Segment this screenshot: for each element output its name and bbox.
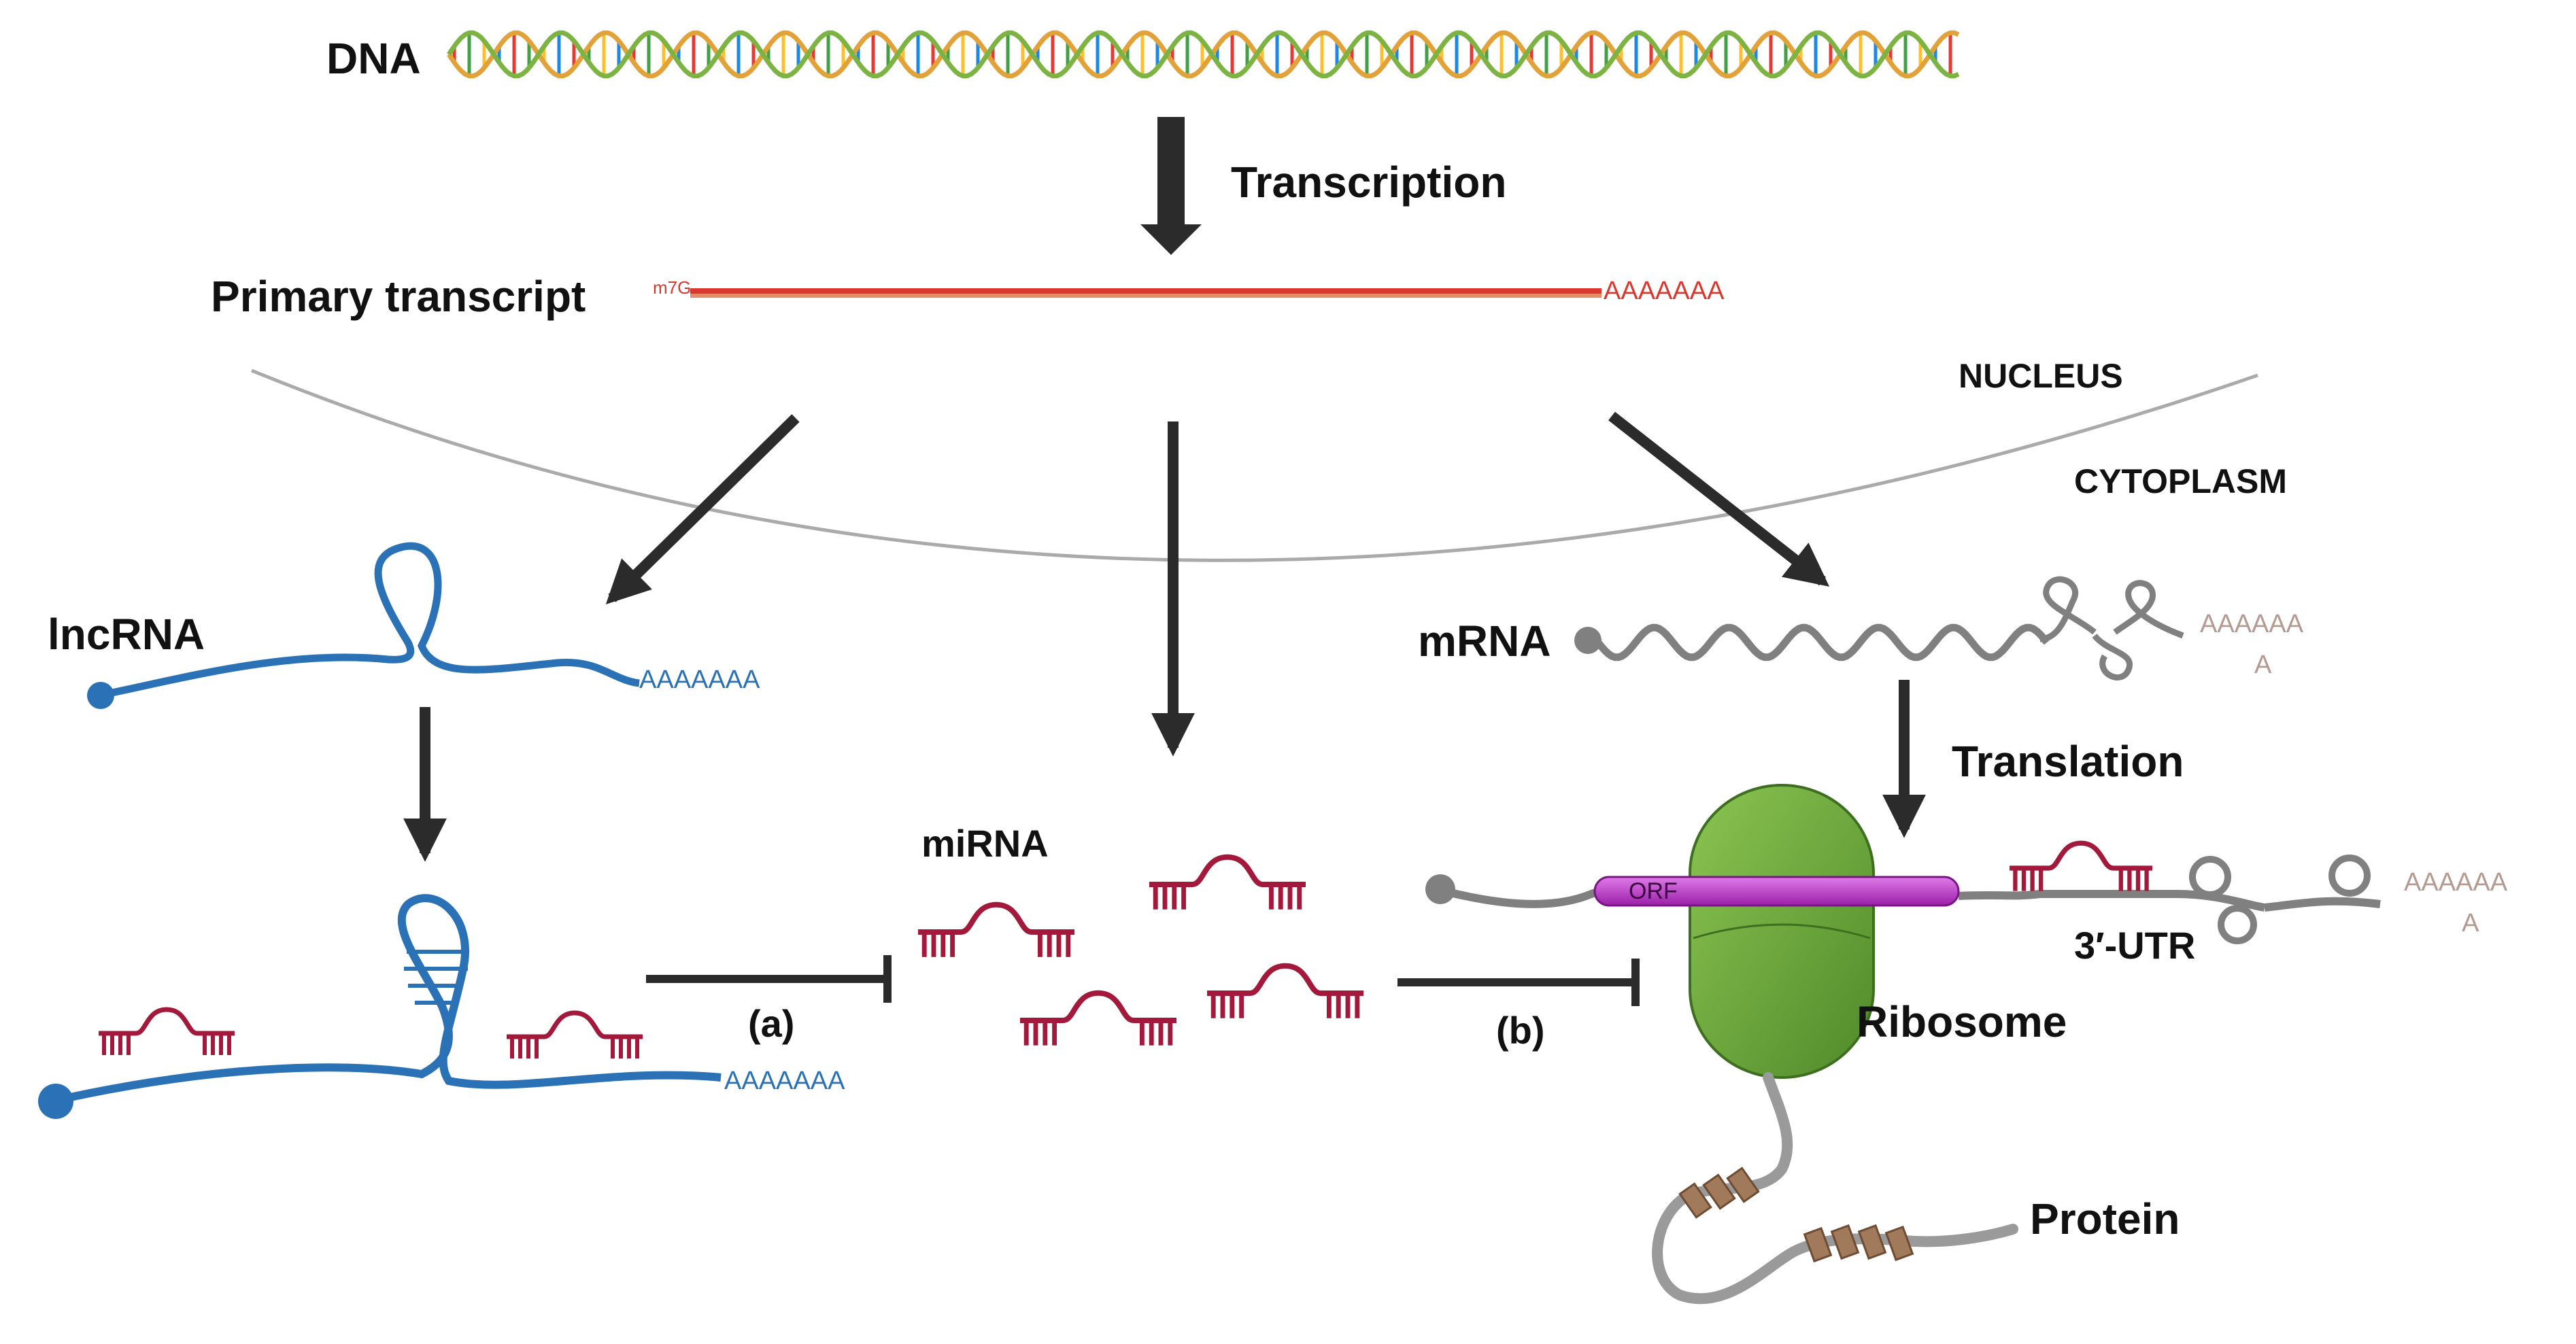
arrow-to-lncrna bbox=[605, 414, 800, 604]
nucleus-label: NUCLEUS bbox=[1959, 357, 2123, 395]
bound-mirna bbox=[2010, 843, 2152, 891]
mrna-label: mRNA bbox=[1418, 617, 1551, 666]
bound-mrna-poly-a-tail: AAAAAA bbox=[2404, 868, 2508, 897]
lncrna-label: lncRNA bbox=[48, 610, 205, 659]
protein-label: Protein bbox=[2030, 1194, 2180, 1243]
mrna-strand bbox=[1574, 576, 2184, 680]
cytoplasm-label: CYTOPLASM bbox=[2074, 462, 2287, 500]
cap-label: m7G bbox=[653, 277, 691, 298]
inhibition-b bbox=[1397, 959, 1640, 1006]
mrna-poly-a-tail: AAAAAA bbox=[2200, 610, 2304, 638]
ribosome bbox=[1689, 784, 1875, 1079]
translation-label: Translation bbox=[1952, 737, 2184, 786]
mirna-2 bbox=[1149, 857, 1306, 910]
sponged-mirna-1 bbox=[99, 1010, 235, 1055]
dna-helix bbox=[447, 30, 1960, 79]
label-b: (b) bbox=[1496, 1009, 1545, 1052]
utr-label: 3′-UTR bbox=[2074, 924, 2195, 967]
lncrna-strand bbox=[87, 542, 640, 709]
transcription-label: Transcription bbox=[1231, 158, 1506, 207]
primary-transcript-label: Primary transcript bbox=[211, 272, 586, 321]
mirna-3 bbox=[1020, 993, 1176, 1046]
ribosome-label: Ribosome bbox=[1857, 997, 2067, 1046]
dna-label: DNA bbox=[326, 34, 421, 83]
protein-chain bbox=[1652, 1072, 2018, 1305]
mirna-label: miRNA bbox=[921, 822, 1049, 865]
mrna-poly-a-tail-2: A bbox=[2254, 651, 2272, 679]
orf-bar bbox=[1593, 876, 1960, 907]
primary-transcript-strand bbox=[690, 288, 1601, 298]
inhibition-a bbox=[646, 955, 892, 1003]
mirna-4 bbox=[1207, 966, 1363, 1018]
arrow-to-mrna bbox=[1608, 411, 1830, 587]
sponged-mirna-2 bbox=[507, 1013, 643, 1058]
primary-poly-a-tail: AAAAAAA bbox=[1604, 277, 1725, 305]
mirna-1 bbox=[918, 905, 1074, 957]
lncrna-poly-a-tail: AAAAAAA bbox=[639, 666, 760, 694]
lncrna-sponge-strand bbox=[38, 894, 722, 1119]
transcription-arrow bbox=[1140, 117, 1202, 255]
dna-backbone bbox=[447, 30, 1960, 79]
lncrna-sponge-poly-a-tail: AAAAAAA bbox=[724, 1067, 845, 1095]
nuclear-membrane bbox=[251, 368, 2258, 562]
bound-mrna-poly-a-tail-2: A bbox=[2462, 909, 2479, 937]
orf-label: ORF bbox=[1629, 878, 1678, 904]
label-a: (a) bbox=[748, 1002, 794, 1045]
